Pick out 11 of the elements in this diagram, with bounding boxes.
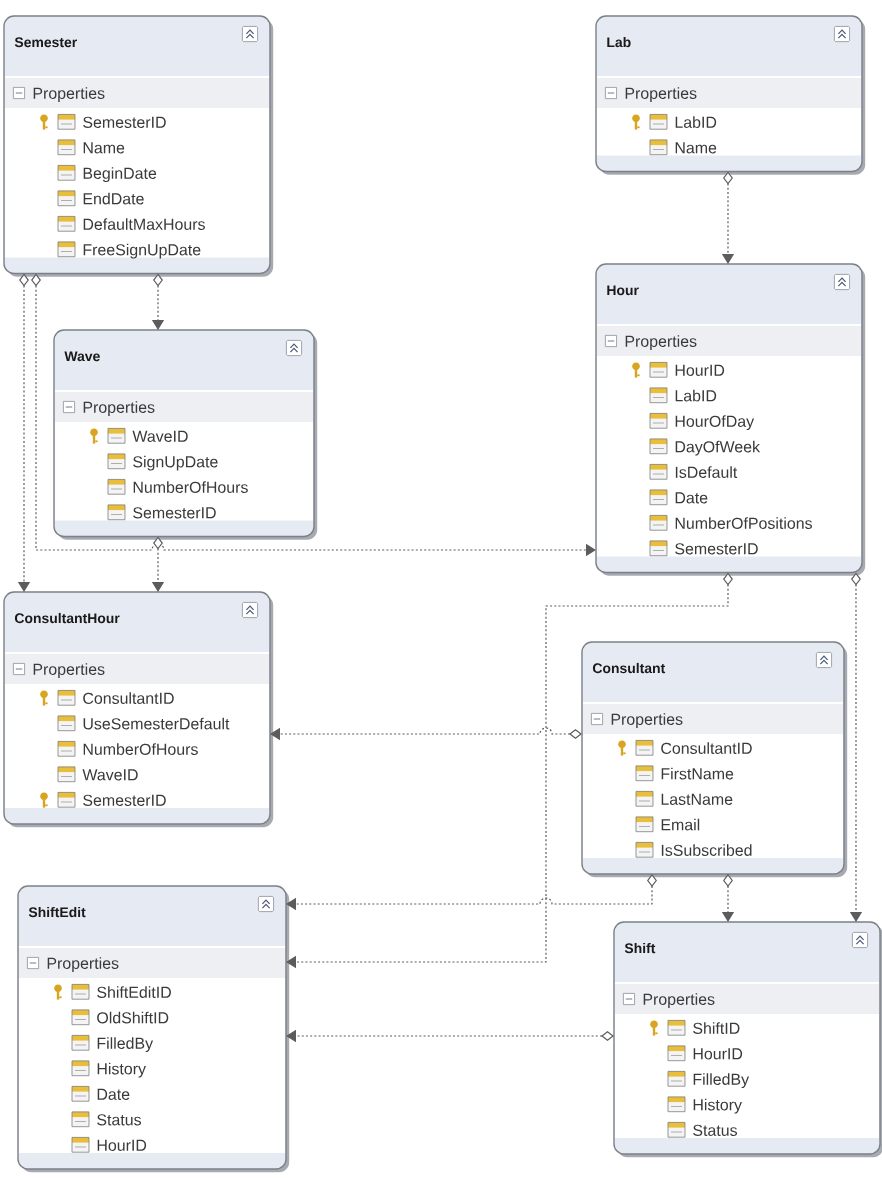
- entity-box: [53, 329, 318, 540]
- entity-box: [3, 591, 274, 828]
- connector: [286, 572, 733, 969]
- connector: [286, 874, 657, 911]
- entity-box: [595, 15, 866, 175]
- entity-box: [581, 641, 848, 878]
- entity-box: [595, 263, 866, 576]
- entity-box: [3, 15, 274, 277]
- entity-box: [17, 885, 290, 1173]
- connector: [270, 727, 582, 741]
- entity-box: [613, 921, 882, 1158]
